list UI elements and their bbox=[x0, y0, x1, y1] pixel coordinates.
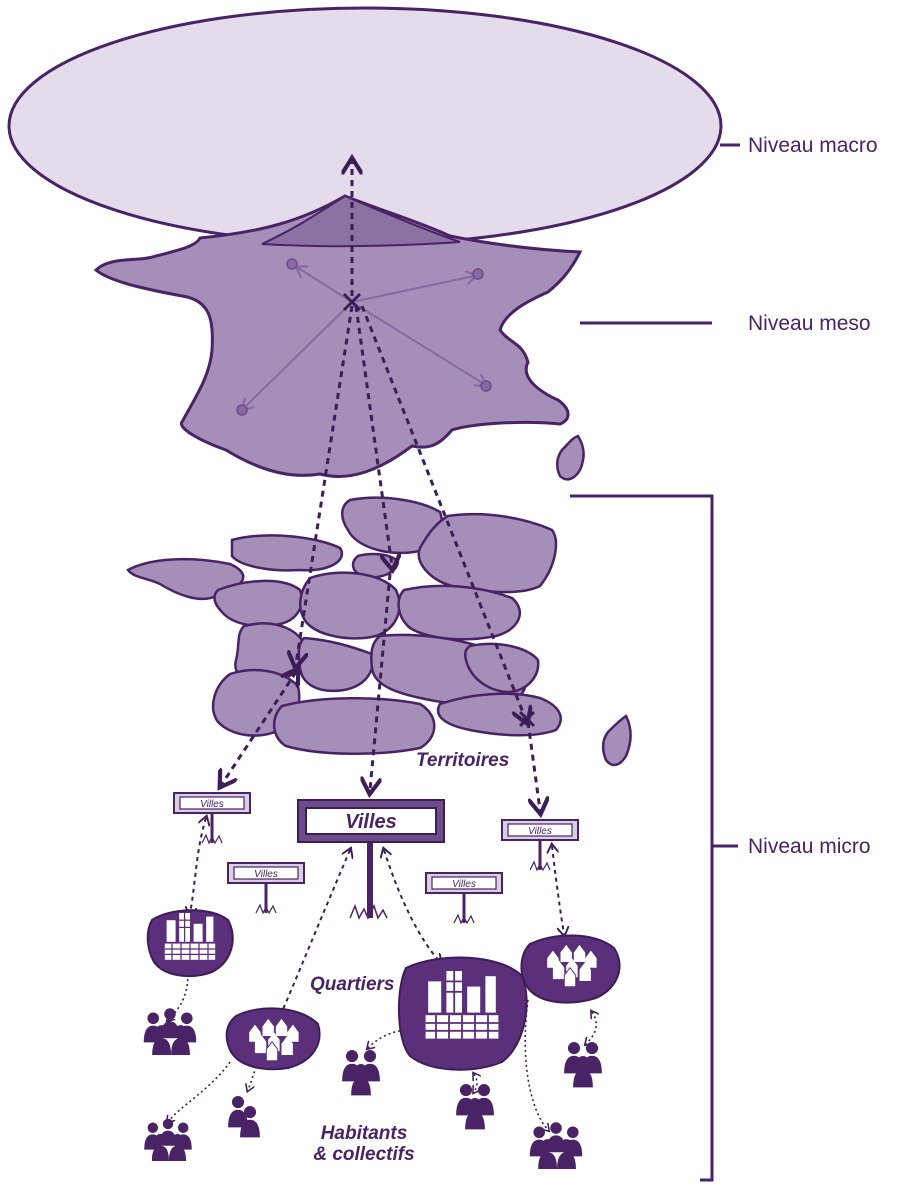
people-group-6 bbox=[530, 1122, 583, 1169]
territoires-map bbox=[126, 496, 562, 755]
level-label-macro: Niveau macro bbox=[748, 134, 878, 157]
people-small-1 bbox=[228, 1096, 260, 1138]
people-group-2 bbox=[144, 1119, 192, 1161]
caption-habitants-line1: Habitants bbox=[321, 1123, 408, 1144]
quartier-2-houses bbox=[225, 1007, 321, 1071]
sign-villes-3: Villes bbox=[424, 871, 504, 925]
level-label-meso: Niveau meso bbox=[748, 312, 871, 335]
quartier-1-buildings bbox=[146, 909, 234, 978]
x-marks bbox=[342, 292, 536, 728]
meso-overlap-peak bbox=[261, 194, 461, 248]
svg-text:Villes: Villes bbox=[254, 869, 278, 880]
svg-text:Villes: Villes bbox=[345, 811, 397, 833]
caption-quartiers: Quartiers bbox=[310, 974, 394, 995]
level-label-micro: Niveau micro bbox=[748, 835, 871, 858]
svg-text:Villes: Villes bbox=[200, 799, 224, 810]
svg-text:Villes: Villes bbox=[452, 879, 476, 890]
people-group-3 bbox=[342, 1050, 380, 1096]
sign-villes-4: Villes bbox=[500, 818, 580, 872]
quartier-3-buildings bbox=[398, 956, 528, 1071]
corsica-meso bbox=[556, 434, 585, 481]
sign-villes-2: Villes bbox=[226, 861, 306, 915]
people-group-1 bbox=[144, 1008, 197, 1055]
meso-arrows bbox=[244, 268, 484, 408]
sign-villes-main: Villes bbox=[297, 799, 445, 920]
people-group-5 bbox=[564, 1042, 602, 1088]
meso-nodes bbox=[236, 258, 492, 416]
sign-villes-1: Villes bbox=[172, 791, 252, 845]
dashed-connectors bbox=[222, 162, 540, 810]
caption-territoires: Territoires bbox=[416, 750, 509, 771]
caption-habitants-line2: & collectifs bbox=[313, 1144, 414, 1165]
dashed-small-connectors bbox=[190, 818, 564, 1030]
quartier-4-houses bbox=[520, 934, 621, 1004]
corsica-micro bbox=[602, 714, 632, 767]
dotted-connectors bbox=[168, 973, 596, 1130]
people-group-4 bbox=[456, 1084, 494, 1130]
svg-text:Villes: Villes bbox=[528, 826, 552, 837]
micro-bracket bbox=[570, 494, 714, 1182]
meso-country-map bbox=[93, 194, 583, 478]
